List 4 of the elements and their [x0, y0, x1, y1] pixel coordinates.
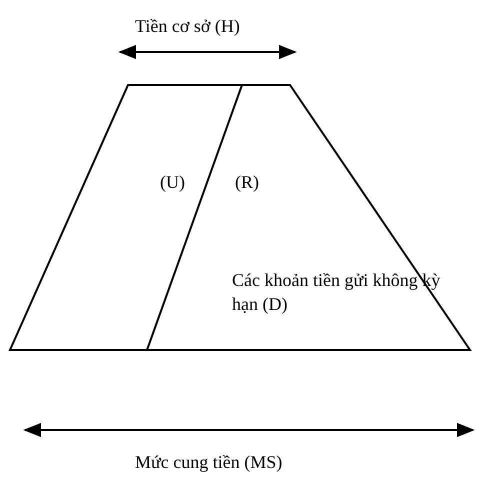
region-label: (R) — [235, 171, 259, 194]
region-label: (U) — [160, 171, 185, 194]
axis-label: Mức cung tiền (MS) — [135, 451, 282, 474]
axis-label: Tiền cơ sở (H) — [135, 15, 240, 38]
